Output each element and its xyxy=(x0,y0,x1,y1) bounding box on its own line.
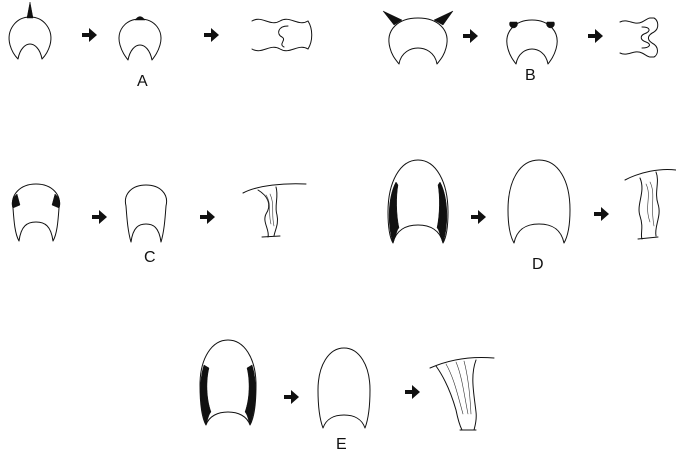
small-bump-icon xyxy=(546,21,555,29)
panel-label-b: B xyxy=(525,67,536,84)
panel-c: C xyxy=(11,183,307,266)
dark-lobe-right-icon xyxy=(244,364,256,426)
panel-c-stage3-vessel xyxy=(242,183,307,238)
small-bump-icon xyxy=(509,21,518,29)
arrow-icon xyxy=(463,29,478,43)
arrow-icon xyxy=(92,210,107,224)
small-bump-icon xyxy=(134,16,146,21)
panel-a: A xyxy=(8,1,313,90)
panel-label-a: A xyxy=(137,73,148,90)
panel-label-e: E xyxy=(336,436,347,449)
panel-a-stage1-outline xyxy=(8,1,52,60)
panel-d: D xyxy=(387,159,676,273)
arrow-icon xyxy=(284,390,299,404)
spike-right-icon xyxy=(433,10,454,26)
arrow-icon xyxy=(204,28,219,42)
panel-c-stage2-outline xyxy=(124,184,168,243)
panel-d-stage1-outline xyxy=(387,159,449,244)
arrow-icon xyxy=(588,29,603,43)
panel-e-stage1-outline xyxy=(199,339,257,426)
panel-label-c: C xyxy=(144,249,156,266)
dark-lobe-left-icon xyxy=(200,364,212,426)
panel-a-stage3-vessel xyxy=(251,18,313,52)
panel-b-stage3-vessel xyxy=(619,17,659,58)
panel-e-stage3-vessel xyxy=(429,357,495,431)
arrow-icon xyxy=(471,210,486,224)
panel-a-stage2-outline xyxy=(118,16,162,61)
dark-lobe-right-icon xyxy=(436,181,448,244)
panel-d-stage2-outline xyxy=(507,159,571,244)
spike-top-icon xyxy=(26,1,34,19)
panel-b-stage2-outline xyxy=(506,19,558,65)
spike-left-icon xyxy=(382,10,403,26)
dark-lobe-left-icon xyxy=(388,181,400,244)
panel-b: B xyxy=(382,10,659,84)
arrow-icon xyxy=(405,385,420,399)
arrow-icon xyxy=(82,28,97,42)
dark-lobe-left-icon xyxy=(11,193,21,209)
panel-b-stage1-outline xyxy=(382,10,454,65)
panel-e-stage2-outline xyxy=(317,347,371,429)
dark-lobe-right-icon xyxy=(51,193,61,209)
panel-d-stage3-vessel xyxy=(624,169,676,240)
panel-c-stage1-outline xyxy=(11,183,61,242)
panel-e: E xyxy=(199,339,495,449)
arrow-icon xyxy=(200,210,215,224)
panel-label-d: D xyxy=(532,256,544,273)
arrow-icon xyxy=(594,207,609,221)
